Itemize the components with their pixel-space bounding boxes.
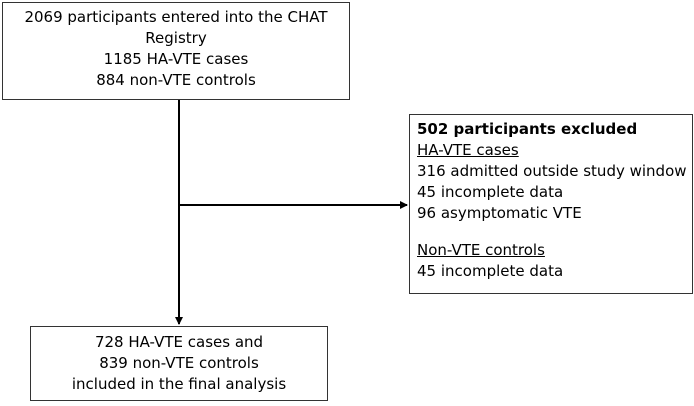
excluded-group-heading: HA-VTE cases — [417, 141, 519, 159]
enrolled-line: 2069 participants entered into the CHAT — [24, 8, 328, 26]
excluded-title: 502 participants excluded — [417, 120, 638, 138]
excluded-item: 45 incomplete data — [417, 183, 564, 201]
excluded-item: 45 incomplete data — [417, 262, 564, 280]
excluded-group-heading: Non-VTE controls — [417, 241, 545, 259]
enrolled-box: 2069 participants entered into the CHAT … — [2, 2, 350, 100]
spacer — [417, 224, 692, 240]
included-line: included in the final analysis — [71, 375, 287, 393]
included-line: 728 HA-VTE cases and — [94, 333, 264, 351]
enrolled-line: 1185 HA-VTE cases — [103, 50, 249, 68]
included-box: 728 HA-VTE cases and 839 non-VTE control… — [30, 326, 328, 401]
enrolled-line: 884 non-VTE controls — [96, 71, 256, 89]
excluded-item: 96 asymptomatic VTE — [417, 204, 582, 222]
excluded-box: 502 participants excluded HA-VTE cases 3… — [409, 114, 693, 294]
enrolled-line: Registry — [145, 29, 207, 47]
excluded-item: 316 admitted outside study window — [417, 162, 687, 180]
included-line: 839 non-VTE controls — [99, 354, 259, 372]
